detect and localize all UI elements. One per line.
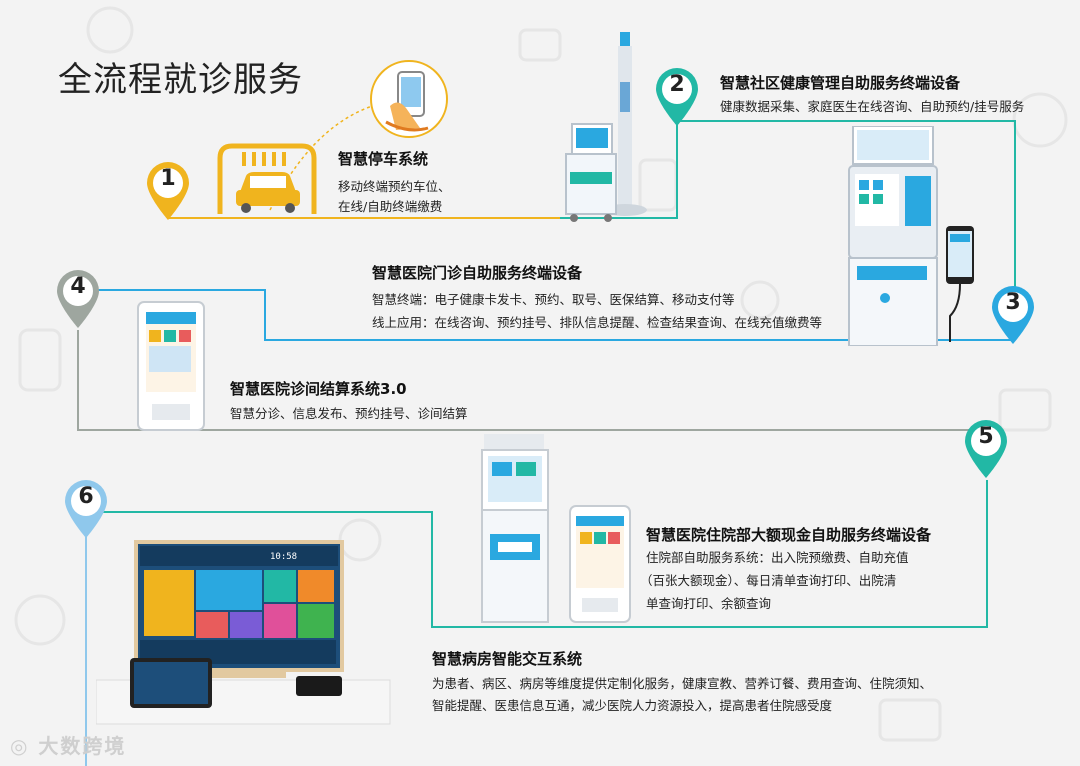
step-5-pin: 5	[963, 418, 1009, 480]
step-6-line-1: 为患者、病区、病房等维度提供定制化服务，健康宣教、营养订餐、费用查询、住院须知、	[432, 676, 933, 691]
tv-clock: 10:58	[270, 552, 298, 562]
step-2-pin: 2	[654, 66, 700, 128]
car-wash-icon	[217, 143, 317, 214]
step-5-heading: 智慧医院住院部大额现金自助服务终端设备	[646, 526, 932, 544]
step-4-pin: 4	[55, 268, 101, 330]
step-1-line-2: 在线/自助终端缴费	[338, 199, 443, 214]
step-3-pin: 3	[990, 284, 1036, 346]
step-2-heading: 智慧社区健康管理自助服务终端设备	[720, 74, 961, 92]
step-1-pin: 1	[145, 160, 191, 222]
watermark-text: 大数跨境	[38, 734, 127, 758]
step-6-line-2: 智能提醒、医患信息互通，减少医院人力资源投入，提高患者住院感受度	[432, 698, 833, 713]
step-2-line-1: 健康数据采集、家庭医生在线咨询、自助预约/挂号服务	[720, 99, 1025, 114]
step-4-line-1: 智慧分诊、信息发布、预约挂号、诊间结算	[230, 406, 468, 421]
step-5-line-1: 住院部自助服务系统：出入院预缴费、自助充值	[646, 550, 909, 565]
step-3-number: 3	[1005, 290, 1021, 315]
step-1-line-1: 移动终端预约车位、	[338, 179, 451, 194]
kiosk-icon	[848, 126, 938, 346]
tablet-terminal-icon	[137, 301, 205, 431]
smartphone-icon	[946, 226, 974, 342]
step-5-number: 5	[978, 424, 994, 449]
step-1-heading: 智慧停车系统	[338, 150, 429, 168]
flow-line-blue-3	[78, 289, 1013, 341]
watermark-logo-icon: ◎	[10, 734, 30, 758]
step-6-heading: 智慧病房智能交互系统	[432, 650, 583, 668]
smart-tv-icon	[96, 540, 391, 725]
step-5-line-3: 单查询打印、余额查询	[646, 596, 772, 611]
watermark: ◎ 大数跨境	[10, 730, 126, 759]
phone-hand-icon	[370, 60, 448, 138]
step-4-number: 4	[70, 274, 86, 299]
flow-line-teal-5	[86, 480, 988, 628]
step-6-number: 6	[78, 484, 94, 509]
step-3-line-2: 线上应用：在线咨询、预约挂号、排队信息提醒、检查结果查询、在线充值缴费等	[372, 315, 823, 330]
step-4-heading: 智慧医院诊间结算系统3.0	[230, 380, 407, 398]
health-station-icon	[565, 32, 647, 222]
step-5-line-2: （百张大额现金）、每日清单查询打印、出院清	[640, 573, 897, 588]
step-3-line-1: 智慧终端：电子健康卡发卡、预约、取号、医保结算、移动支付等	[372, 292, 735, 307]
cash-kiosk-icon	[481, 434, 631, 623]
step-1-number: 1	[160, 166, 176, 191]
step-2-number: 2	[669, 72, 685, 97]
page-title: 全流程就诊服务	[58, 60, 303, 100]
step-3-heading: 智慧医院门诊自助服务终端设备	[372, 264, 583, 282]
step-6-pin: 6	[63, 478, 109, 540]
